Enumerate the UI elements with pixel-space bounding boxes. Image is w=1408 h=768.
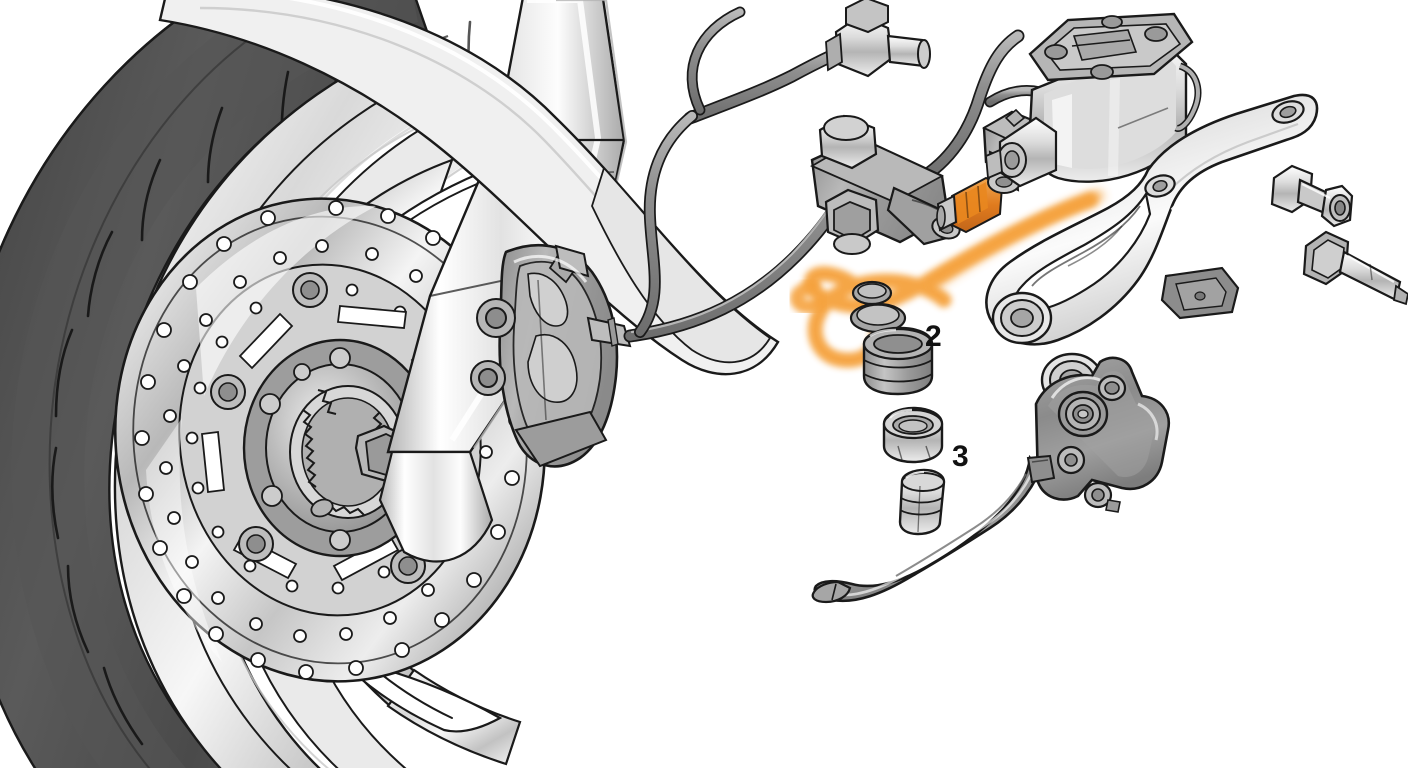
pivot-bolt-lower [1302, 230, 1408, 306]
bleeder-screw [936, 176, 1004, 234]
linkage-pivot-eye-mid [1144, 174, 1176, 198]
pedal-bracket [1034, 356, 1171, 513]
caliper-hose-port [554, 244, 632, 348]
hose-junction-block [810, 114, 961, 255]
bush-sleeve [898, 468, 946, 536]
callout-label-3: 3 [952, 440, 969, 473]
banjo-fitting-a [825, 0, 931, 78]
pivot-bolt-upper [1270, 164, 1354, 228]
pedal-bracket-hole-upper [1097, 374, 1127, 402]
rotor-drill-holes [134, 200, 524, 680]
pedal-pivot-boss [1057, 390, 1109, 438]
callout-label-2: 2 [925, 320, 942, 353]
cap-screws [1044, 15, 1168, 80]
highlight-annotation [789, 190, 1104, 368]
dust-boot [862, 326, 934, 396]
collar-nut [882, 406, 944, 464]
master-cylinder [985, 12, 1202, 188]
brake-caliper [470, 243, 632, 468]
front-wheel-assembly [0, 0, 780, 768]
linkage-pivot-eye-top [1271, 100, 1305, 124]
seal-washer-small [851, 280, 893, 306]
linkage-pivot-eye-left [991, 291, 1053, 345]
pedal-bracket-hole-mid [1056, 445, 1086, 475]
seal-washer-large [849, 302, 907, 334]
front-tire [0, 0, 472, 768]
brake-pedal [811, 454, 1056, 604]
pedal-bracket-hole-lower [1083, 481, 1113, 509]
